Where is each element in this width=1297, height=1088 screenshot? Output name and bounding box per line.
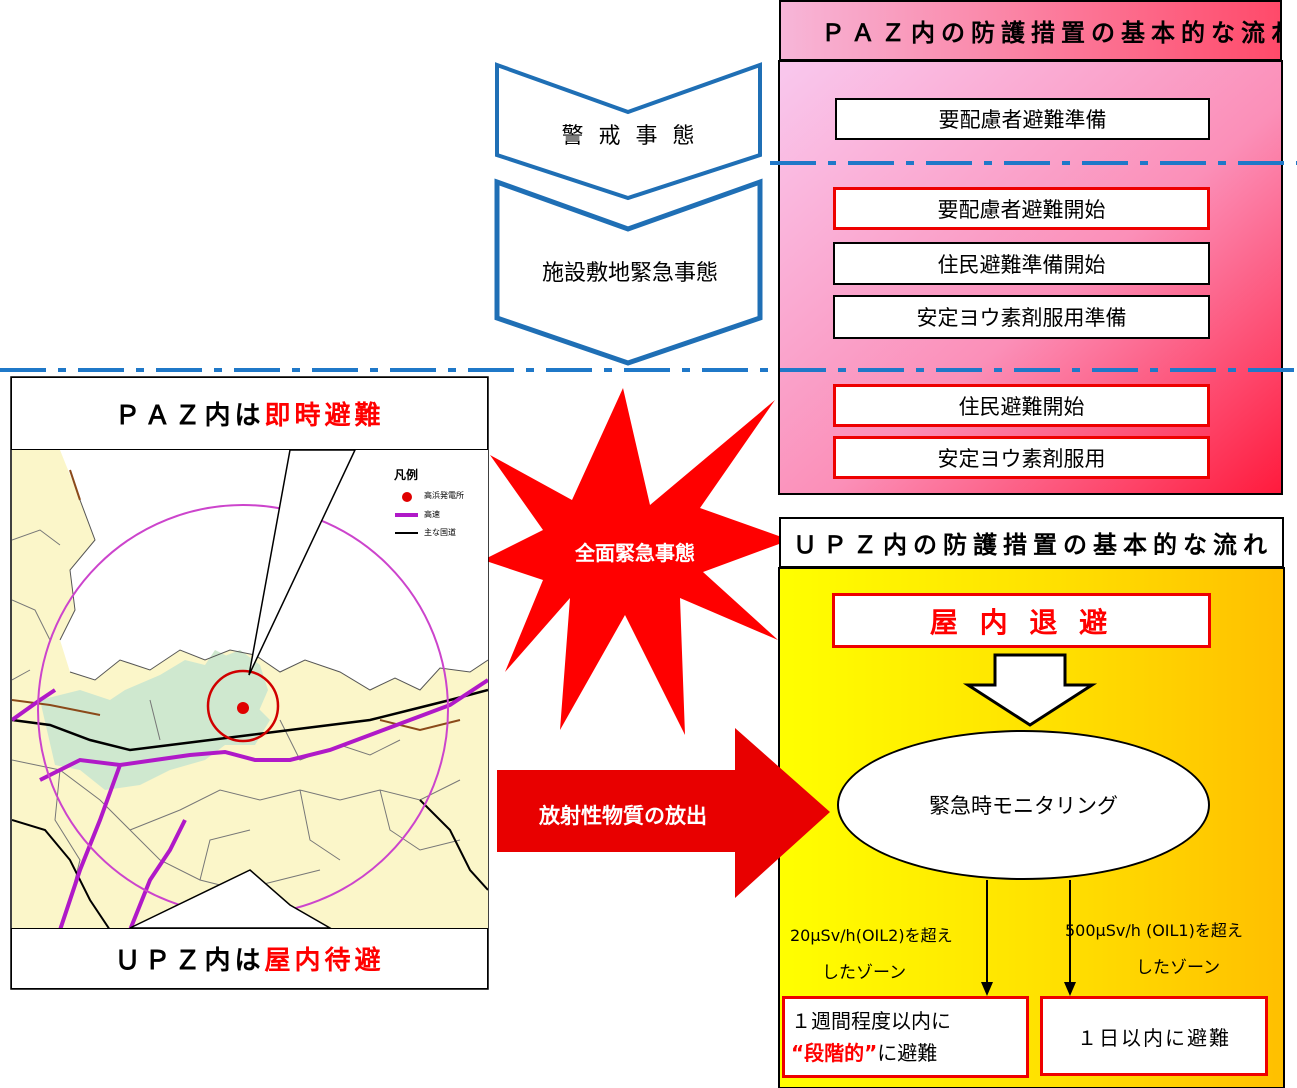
paz-site-item-label: 住民避難準備開始 bbox=[937, 252, 1106, 277]
site-emergency-chevron bbox=[494, 178, 763, 366]
paz-general-item-label: 住民避難開始 bbox=[958, 394, 1085, 419]
paz-map-label: ＰＡＺ内は即時避難 bbox=[11, 377, 488, 450]
paz-site-item-label: 要配慮者避難開始 bbox=[937, 197, 1106, 222]
paz-alert-item-label: 要配慮者避難準備 bbox=[938, 108, 1107, 132]
paz-alert-item: 要配慮者避難準備 bbox=[835, 98, 1210, 140]
shelter-label: 屋 内 退 避 bbox=[929, 605, 1114, 639]
paz-site-item-2: 住民避難準備開始 bbox=[833, 242, 1210, 285]
upz-map-label-highlight: 屋内待避 bbox=[264, 946, 385, 976]
site-emergency-stage-label: 施設敷地緊急事態 bbox=[541, 261, 718, 286]
paz-site-item-1: 要配慮者避難開始 bbox=[833, 187, 1210, 230]
alert-chevron bbox=[495, 62, 762, 201]
week-evacuation-suffix: に避難 bbox=[877, 1041, 938, 1065]
upz-panel-title: ＵＰＺ内の防護措置の基本的な流れ bbox=[779, 517, 1284, 568]
week-evacuation-box: １週間程度以内に “段階的”に避難 bbox=[782, 996, 1029, 1078]
paz-callout-wedge bbox=[248, 449, 357, 676]
paz-panel-title: ＰＡＺ内の防護措置の基本的な流れ bbox=[779, 0, 1282, 61]
paz-general-item-label: 安定ヨウ素剤服用 bbox=[937, 446, 1106, 471]
general-emergency-stage-label: 全面緊急事態 bbox=[575, 541, 695, 565]
oil2-condition-line2: したゾーン bbox=[822, 963, 907, 983]
alert-stage-label: 警 戒 事 態 bbox=[561, 124, 699, 149]
week-evacuation-line2: “段階的”に避難 bbox=[791, 1037, 1026, 1069]
upz-panel-title-text: ＵＰＺ内の防護措置の基本的な流れ bbox=[793, 531, 1273, 559]
week-evacuation-highlight: “段階的” bbox=[791, 1041, 878, 1065]
oil2-condition-line1: 20μSv/h(OIL2)を超え bbox=[790, 926, 953, 945]
map-legend-title: 凡例 bbox=[394, 468, 419, 482]
paz-site-item-3: 安定ヨウ素剤服用準備 bbox=[833, 295, 1210, 339]
day-evacuation-box: １日以内に避難 bbox=[1040, 996, 1268, 1076]
shelter-down-arrow bbox=[962, 653, 1098, 727]
shelter-box: 屋 内 退 避 bbox=[832, 593, 1211, 648]
week-evacuation-line1: １週間程度以内に bbox=[791, 1009, 951, 1033]
upz-map-label: ＵＰＺ内は屋内待避 bbox=[11, 928, 488, 989]
release-stage-label: 放射性物質の放出 bbox=[539, 804, 707, 828]
map-legend-item-plant: 高浜発電所 bbox=[424, 491, 464, 500]
branch-arrowhead-oil1 bbox=[1064, 982, 1076, 996]
general-emergency-starburst bbox=[483, 388, 790, 735]
oil1-condition-line1: 500μSv/h (OIL1)を超え bbox=[1065, 921, 1243, 940]
release-arrow bbox=[497, 728, 830, 898]
monitoring-ellipse: 緊急時モニタリング bbox=[837, 730, 1210, 880]
paz-map-label-highlight: 即時避難 bbox=[264, 401, 385, 431]
upz-map-label-prefix: ＵＰＺ内は bbox=[114, 946, 265, 976]
branch-arrowhead-oil2 bbox=[981, 982, 993, 996]
map-image bbox=[12, 450, 488, 930]
map-legend-item-national-road: 主な国道 bbox=[424, 528, 456, 537]
paz-site-item-label: 安定ヨウ素剤服用準備 bbox=[916, 306, 1127, 330]
oil1-condition-line2: したゾーン bbox=[1136, 958, 1221, 978]
paz-general-item-2: 安定ヨウ素剤服用 bbox=[833, 436, 1210, 479]
map-legend-item-expressway: 高速 bbox=[424, 510, 440, 519]
day-evacuation-label: １日以内に避難 bbox=[1077, 1025, 1231, 1050]
paz-general-item-1: 住民避難開始 bbox=[833, 384, 1210, 427]
paz-panel-title-text: ＰＡＺ内の防護措置の基本的な流れ bbox=[821, 19, 1282, 47]
monitoring-label: 緊急時モニタリング bbox=[929, 794, 1118, 818]
paz-map-label-prefix: ＰＡＺ内は bbox=[114, 401, 265, 431]
power-plant-marker bbox=[237, 702, 249, 714]
